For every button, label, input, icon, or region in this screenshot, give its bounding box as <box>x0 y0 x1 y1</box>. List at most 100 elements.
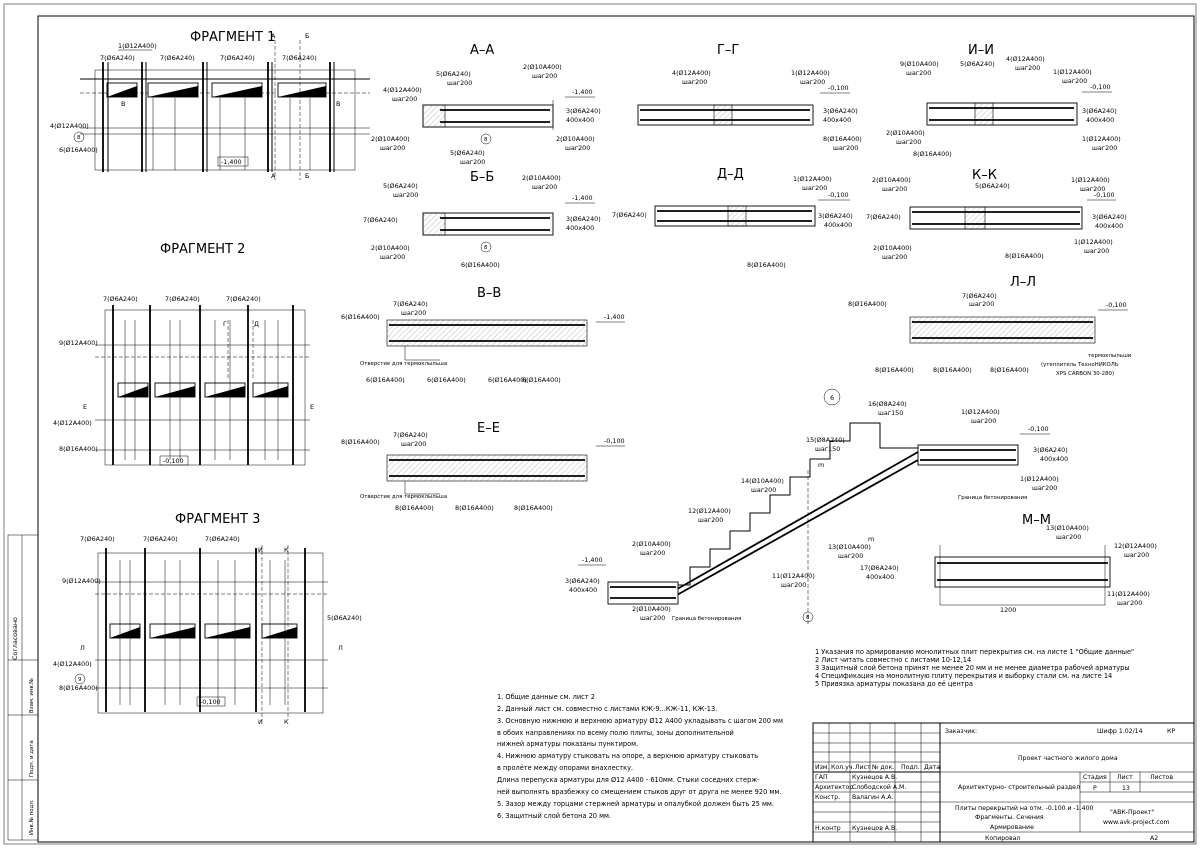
aa-l8: 2(Ø10А400) <box>371 135 410 143</box>
f2-label-7a: 7(Ø6А240) <box>103 295 138 303</box>
mm-l0: 13(Ø10А400) <box>1046 524 1089 532</box>
fragment-3: ФРАГМЕНТ 3 И К <box>53 512 362 726</box>
ee-l0: 7(Ø6А240) <box>393 431 428 439</box>
stair-l22: 2(Ø10А400) <box>632 605 671 613</box>
stamp-name-1: Слободской А.М. <box>852 783 906 791</box>
dd-l1: шаг200 <box>802 184 827 192</box>
f1-label-7c: 7(Ø6А240) <box>220 54 255 62</box>
aa-l13: шаг200 <box>565 144 590 152</box>
f3-label-7a: 7(Ø6А240) <box>80 535 115 543</box>
ii-l11: 1(Ø12А400) <box>1082 135 1121 143</box>
stair-l10: 1(Ø12А400) <box>1020 475 1059 483</box>
gg-l0: 4(Ø12А400) <box>672 69 711 77</box>
stair-l7: 400х400 <box>1040 455 1068 463</box>
f3-cut-l-left: Л <box>80 644 85 652</box>
section-kk-title: К–К <box>972 168 997 183</box>
fragment-3-title: ФРАГМЕНТ 3 <box>175 512 260 527</box>
stair-l17: шаг200 <box>640 549 665 557</box>
section-vv: В–В Отверстие для термоклыльша 7(Ø6А240)… <box>341 286 625 384</box>
note-r4: 5 Привязка арматуры показана до её центр… <box>815 680 973 688</box>
stair-l15: шаг200 <box>838 552 863 560</box>
mm-l3: шаг200 <box>1124 551 1149 559</box>
ii-l0: 9(Ø10А400) <box>900 60 939 68</box>
note-l4: нижней арматуры показаны пунктиром. <box>497 740 638 748</box>
kk-l10: 8(Ø16А400) <box>1005 252 1044 260</box>
note-l1: 2. Данный лист см. совместно с листами К… <box>497 705 717 713</box>
dd-l2: 7(Ø6А240) <box>612 211 647 219</box>
kk-l4: шаг200 <box>1080 185 1105 193</box>
stamp-role-3: Н.контр <box>815 825 841 832</box>
f2-bars <box>112 305 294 465</box>
note-l2: 3. Основную нижнюю и верхнюю арматуру Ø1… <box>497 717 783 725</box>
ll-l4: 8(Ø16А400) <box>933 366 972 374</box>
vv-l5: 6(Ø16А400) <box>488 376 527 384</box>
f1-label-6: 6(Ø16А400) <box>59 146 98 154</box>
aa-l1: шаг200 <box>447 79 472 87</box>
f2-cut-e-left: Е <box>83 403 87 411</box>
bb-l3: шаг200 <box>532 183 557 191</box>
stair-boundary-top: Граница бетонирования <box>958 495 1027 501</box>
f1-cut-b-top: Б <box>305 32 309 40</box>
kk-l11: 1(Ø12А400) <box>1074 238 1113 246</box>
vv-l4: 6(Ø16А400) <box>427 376 466 384</box>
stair-node: 6 8 16(Ø8А240) шаг150 1(Ø12А400) шаг200 … <box>565 388 1068 625</box>
gg-l4: 3(Ø6А240) <box>823 107 858 115</box>
f3-label-4: 4(Ø12А400) <box>53 660 92 668</box>
note-l5: 4. Нижнюю арматуру стыковать на опоре, а… <box>497 752 758 760</box>
mm-l2: 12(Ø12А400) <box>1114 542 1157 550</box>
aa-l6: 3(Ø6А240) <box>566 107 601 115</box>
stair-level-top: -0,100 <box>1028 425 1049 433</box>
stamp-role-1: Архитектор <box>815 784 853 791</box>
section-kk: К–К 2(Ø10А400) шаг200 5(Ø6А240) 1(Ø12А40… <box>866 168 1127 261</box>
f1-label-4: 4(Ø12А400) <box>50 122 89 130</box>
dd-l3: 3(Ø6А240) <box>818 212 853 220</box>
f1-openings <box>106 82 327 98</box>
f3-cut-i-top: И <box>258 546 263 554</box>
f1-label-b2: В <box>336 100 340 108</box>
vv-l0: 7(Ø6А240) <box>393 300 428 308</box>
stamp-site: www.avk-project.com <box>1103 819 1170 826</box>
title-block: Изм. Кол.уч. Лист № док. Подп. Дата ГАП … <box>812 722 1195 843</box>
ll-insul-1: (утеплитель ТехноНИКОЛЬ <box>1041 362 1119 368</box>
stamp-col-1: Кол.уч. <box>831 764 854 771</box>
section-vv-title: В–В <box>477 286 501 301</box>
ii-l10: шаг200 <box>896 138 921 146</box>
stamp-format: А2 <box>1150 835 1158 842</box>
stair-axis: 8 <box>806 615 810 621</box>
aa-l9: шаг200 <box>380 144 405 152</box>
f3-label-8: 8(Ø16А400) <box>59 684 98 692</box>
stamp-stage: Р <box>1093 785 1097 792</box>
stair-level-bot: -1,400 <box>582 556 603 564</box>
stamp-title-0: Плиты перекрытий на отм. -0.100 и -1.400 <box>955 804 1094 812</box>
stair-cut-top: m <box>818 461 824 469</box>
mm-dim: 1200 <box>1000 606 1016 614</box>
bb-l4: 7(Ø6А240) <box>363 216 398 224</box>
side-strip: Согласовано Взам. инв.№ Подп. и дата Инв… <box>7 534 39 841</box>
ee-l2: 8(Ø16А400) <box>341 438 380 446</box>
section-ee-title: Е–Е <box>477 421 500 436</box>
stamp-col-3: № док. <box>871 764 894 771</box>
fragment-2-title: ФРАГМЕНТ 2 <box>160 242 245 257</box>
section-ii: И–И 9(Ø10А400) шаг200 5(Ø6А240) 4(Ø12А40… <box>886 43 1121 158</box>
section-mm-title: М–М <box>1022 513 1051 528</box>
aa-l5: шаг200 <box>392 95 417 103</box>
section-aa: А–А 8 5(Ø6А240) шаг200 2(Ø10А400) шаг200… <box>371 43 601 166</box>
f3-cut-k-bot: К <box>284 718 289 726</box>
section-dd: Д–Д 1(Ø12А400) шаг200 7(Ø6А240) 3(Ø6А240… <box>612 167 853 269</box>
stair-l12: 12(Ø12А400) <box>688 507 731 515</box>
f3-cut-l-right: Л <box>338 644 343 652</box>
kk-l12: шаг200 <box>1084 247 1109 255</box>
kk-level: -0,100 <box>1094 191 1115 199</box>
f2-label-9: 9(Ø12А400) <box>59 339 98 347</box>
note-l7: Длина перепуска арматуры для Ø12 А400 - … <box>497 776 760 784</box>
notes-left: 1. Общие данные см. лист 2 2. Данный лис… <box>497 693 783 820</box>
stamp-col-4: Подп. <box>901 764 920 771</box>
section-ii-title: И–И <box>968 43 994 58</box>
stair-l2: 1(Ø12А400) <box>961 408 1000 416</box>
aa-l10: 5(Ø6А240) <box>450 149 485 157</box>
section-gg: Г–Г 4(Ø12А400) шаг200 1(Ø12А400) шаг200 … <box>637 43 862 152</box>
aa-axis: 8 <box>484 137 488 143</box>
stair-l1: шаг150 <box>878 409 903 417</box>
bb-l2: 2(Ø10А400) <box>522 174 561 182</box>
stair-boundary-bot: Граница бетонирования <box>672 616 741 622</box>
